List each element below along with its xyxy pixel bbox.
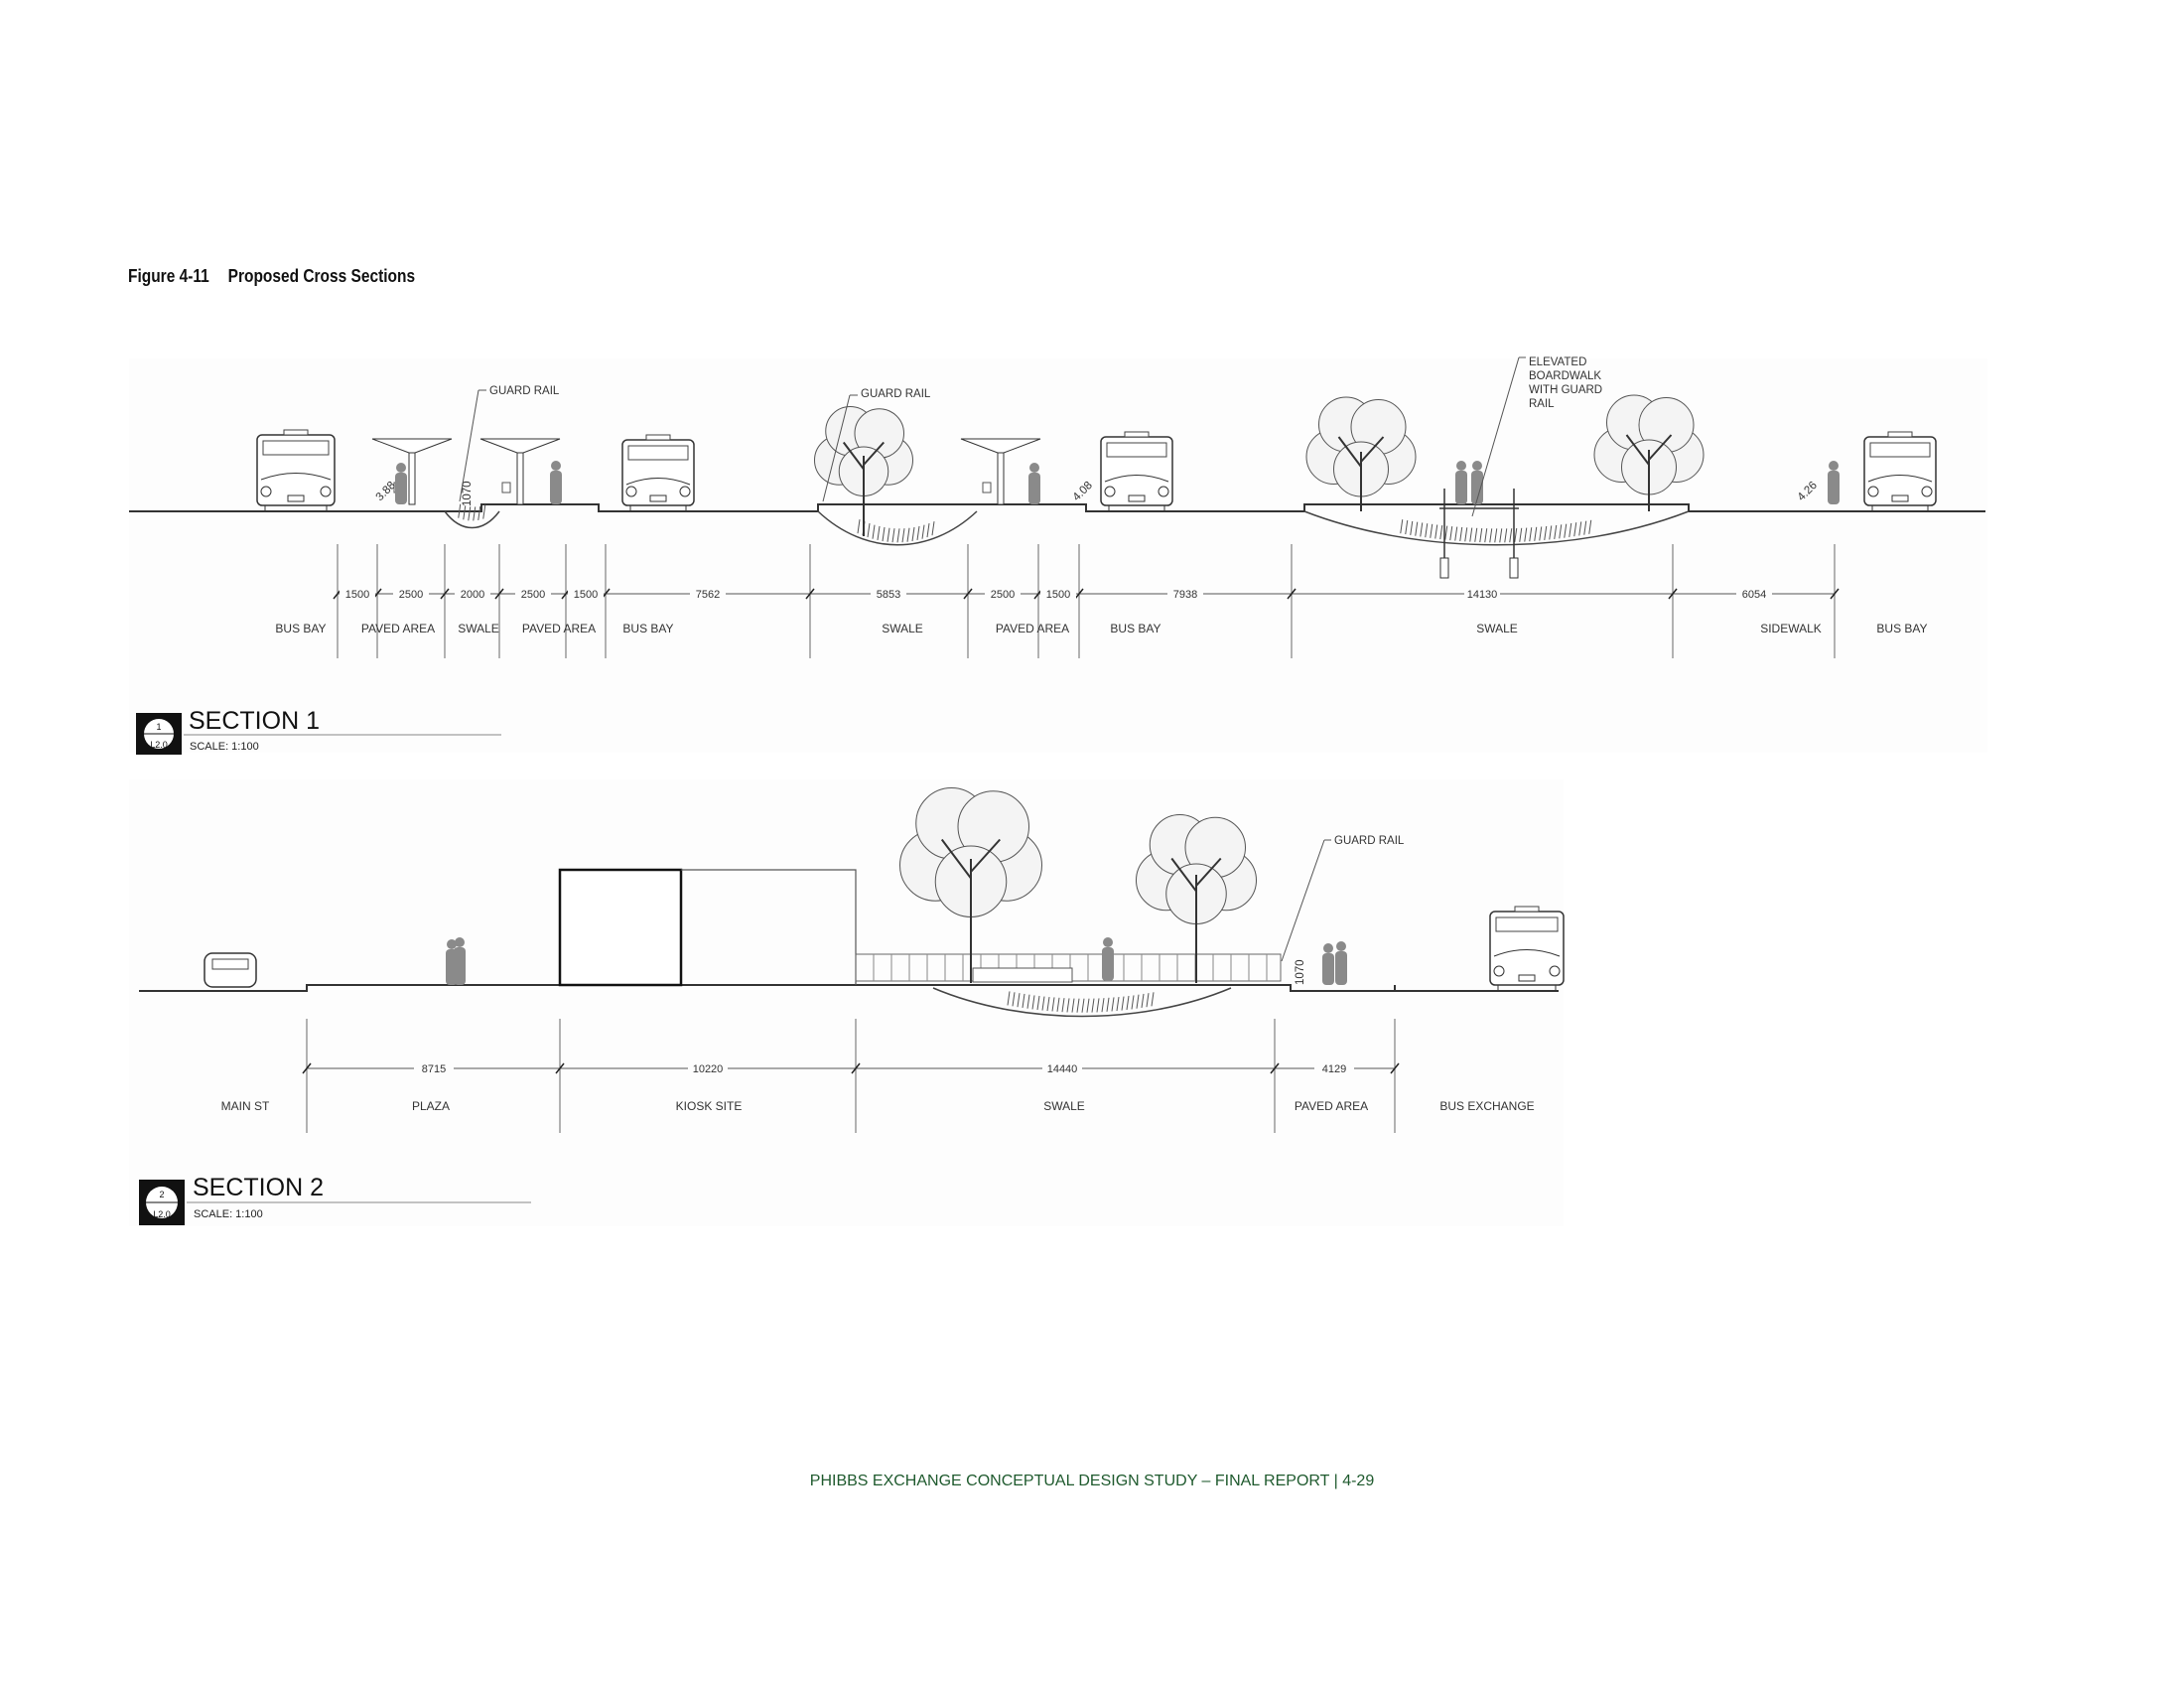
bus-icon xyxy=(621,434,695,511)
dimension-value: 1500 xyxy=(1046,589,1070,601)
rail-height-label-1: 1070 xyxy=(462,481,474,506)
section1-title: SECTION 1 xyxy=(189,707,320,735)
dimension-value: 2500 xyxy=(521,589,545,601)
dimension-value: 6054 xyxy=(1742,589,1766,601)
svg-text:GUARD RAIL: GUARD RAIL xyxy=(489,385,560,397)
guard-rail-callout-3: GUARD RAIL xyxy=(1281,835,1405,962)
tree-icon xyxy=(899,787,1042,983)
figure-caption: Proposed Cross Sections xyxy=(227,266,416,286)
svg-text:ELEVATED: ELEVATED xyxy=(1529,356,1586,368)
zone-label: PAVED AREA xyxy=(361,622,435,635)
dimension-value: 10220 xyxy=(693,1063,724,1075)
guard-rail-callout-1: GUARD RAIL xyxy=(459,385,560,502)
section1-drawing: 1500 2500 2000 2500 1500 7562 5853 2500 1500 7938… xyxy=(129,394,1985,658)
bus-shelter-icon xyxy=(479,438,561,505)
page-footer: PHIBBS EXCHANGE CONCEPTUAL DESIGN STUDY … xyxy=(809,1473,1375,1489)
zone-label: MAIN ST xyxy=(221,1099,270,1113)
svg-text:L2.0: L2.0 xyxy=(153,1209,171,1219)
rail-height-label-2: 1070 xyxy=(1295,959,1306,985)
bench-icon xyxy=(972,967,1073,983)
zone-label: BUS BAY xyxy=(275,622,326,635)
person-icon xyxy=(1828,461,1840,504)
svg-text:GUARD RAIL: GUARD RAIL xyxy=(1334,835,1405,847)
dimension-value: 7562 xyxy=(696,589,720,601)
svg-text:BOARDWALK: BOARDWALK xyxy=(1529,370,1601,382)
person-icon xyxy=(454,937,466,985)
svg-text:L2.0: L2.0 xyxy=(150,740,168,750)
section2-title-block: 2 L2.0 SECTION 2 SCALE: 1:100 xyxy=(139,1174,531,1225)
bus-icon xyxy=(256,429,336,511)
bus-shelter-icon xyxy=(960,438,1041,505)
section2-scale: SCALE: 1:100 xyxy=(194,1208,263,1220)
dimension-value: 7938 xyxy=(1173,589,1197,601)
zone-label: PAVED AREA xyxy=(996,622,1069,635)
svg-text:GUARD RAIL: GUARD RAIL xyxy=(861,388,931,400)
boardwalk-icon xyxy=(1439,489,1519,576)
bus-icon xyxy=(1489,906,1565,991)
figure-number: Figure 4-11 xyxy=(128,266,209,286)
dimension-value: 1500 xyxy=(345,589,369,601)
car-icon xyxy=(204,952,257,988)
section1-scale: SCALE: 1:100 xyxy=(190,741,259,753)
zone-label: BUS EXCHANGE xyxy=(1439,1099,1534,1113)
dimension-value: 5853 xyxy=(877,589,900,601)
dimension-value: 14440 xyxy=(1047,1063,1078,1075)
section1-panel xyxy=(129,358,1987,753)
zone-label: BUS BAY xyxy=(622,622,673,635)
ground-line xyxy=(129,503,1985,512)
person-icon xyxy=(1102,937,1114,981)
svg-text:RAIL: RAIL xyxy=(1529,398,1555,410)
kiosk-icon xyxy=(558,868,683,987)
swale-icon xyxy=(444,503,500,529)
tree-icon xyxy=(1305,396,1417,511)
bus-icon xyxy=(1863,431,1937,511)
boardwalk-callout: ELEVATED BOARDWALK WITH GUARD RAIL xyxy=(1471,356,1602,517)
tree-icon xyxy=(1593,394,1705,511)
dimension-value: 4129 xyxy=(1322,1063,1346,1075)
section2-panel xyxy=(129,779,1564,1226)
zone-label: PLAZA xyxy=(412,1099,450,1113)
zone-label: KIOSK SITE xyxy=(676,1099,743,1113)
zone-label: SWALE xyxy=(458,622,499,635)
bus-icon xyxy=(1100,431,1173,511)
dimension-value: 2500 xyxy=(991,589,1015,601)
tree-icon xyxy=(814,406,913,536)
section1-title-block: 1 L2.0 SECTION 1 SCALE: 1:100 xyxy=(136,707,501,755)
zone-label: BUS BAY xyxy=(1110,622,1160,635)
section2-title: SECTION 2 xyxy=(193,1174,324,1201)
guard-rail-callout-2: GUARD RAIL xyxy=(822,388,931,502)
swale-icon xyxy=(1303,510,1690,546)
svg-text:2: 2 xyxy=(159,1190,164,1199)
person-icon xyxy=(1455,461,1467,504)
person-icon xyxy=(395,463,407,504)
figure-title: Figure 4-11 Proposed Cross Sections xyxy=(128,266,434,287)
zone-label: PAVED AREA xyxy=(1295,1099,1368,1113)
zone-label: PAVED AREA xyxy=(522,622,596,635)
tree-icon xyxy=(1136,814,1257,983)
person-icon xyxy=(1335,941,1347,985)
zone-label: SWALE xyxy=(882,622,923,635)
dimension-value: 2500 xyxy=(399,589,423,601)
svg-text:1: 1 xyxy=(156,722,161,732)
dimension-value: 14130 xyxy=(1467,589,1498,601)
zone-label: BUS BAY xyxy=(1876,622,1927,635)
person-icon xyxy=(1471,461,1483,504)
swale-icon xyxy=(932,987,1232,1018)
dimension-value: 2000 xyxy=(461,589,484,601)
zone-label: SIDEWALK xyxy=(1760,622,1822,635)
person-icon xyxy=(1322,943,1334,985)
zone-label: SWALE xyxy=(1043,1099,1085,1113)
person-icon xyxy=(550,461,562,504)
ground-line xyxy=(139,984,1559,992)
dimension-value: 1500 xyxy=(574,589,598,601)
zone-label: SWALE xyxy=(1476,622,1518,635)
person-icon xyxy=(1028,463,1040,504)
svg-text:WITH GUARD: WITH GUARD xyxy=(1529,384,1602,396)
dimension-value: 8715 xyxy=(422,1063,446,1075)
